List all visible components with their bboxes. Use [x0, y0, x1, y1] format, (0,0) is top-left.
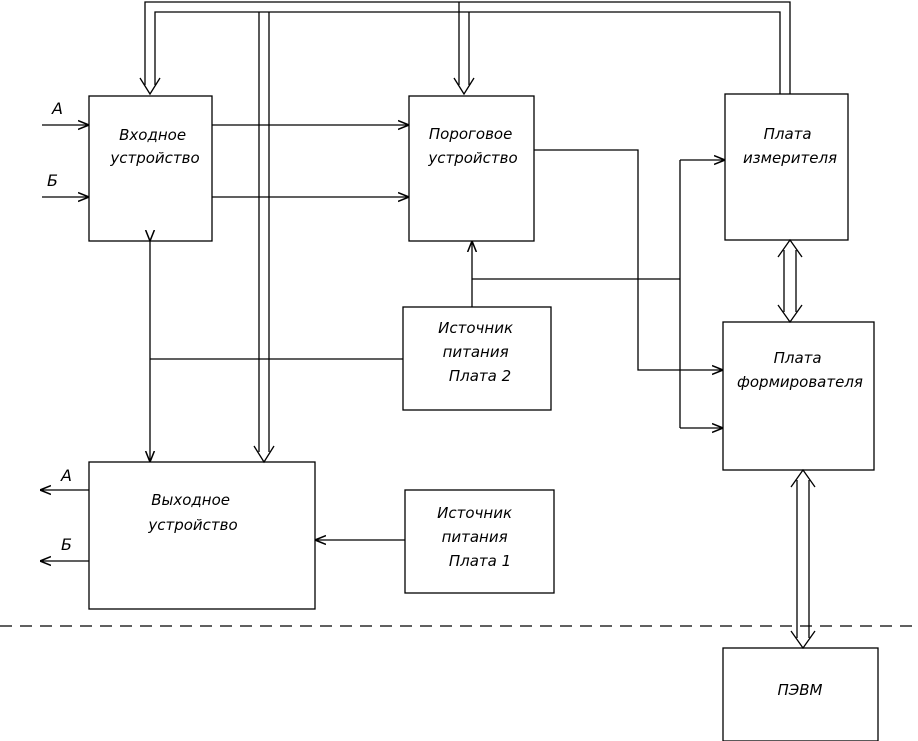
- power-source-1-label: Источник питания Плата 1: [437, 504, 517, 570]
- top-bus-inner: [154, 11, 781, 94]
- meter-board-label: Плата измерителя: [743, 125, 837, 167]
- power-source-2-label: Источник питания Плата 2: [438, 319, 518, 385]
- pc-block: [722, 647, 879, 741]
- output-b-label: Б: [61, 535, 72, 554]
- meter-board-block: [724, 93, 849, 241]
- output-a-label: А: [60, 466, 72, 485]
- top-bus-arrowhead-threshold: [453, 77, 475, 96]
- shaper-pc-arrowhead-bottom: [790, 630, 816, 650]
- meter-shaper-arrowhead-top: [777, 238, 803, 258]
- power-source-1-block: [404, 489, 555, 594]
- threshold-to-shaper: [534, 149, 723, 370]
- threshold-device-label: Пороговое устройство: [427, 125, 517, 167]
- top-bus-arrowhead-input: [139, 77, 161, 96]
- output-device-label: Выходное устройство: [147, 491, 237, 534]
- shaper-board-label: Плата формирователя: [737, 349, 863, 391]
- input-device-block: [88, 95, 213, 242]
- shaper-board-block: [722, 321, 875, 471]
- top-bus-outer: [144, 1, 791, 94]
- threshold-device-block: [408, 95, 535, 242]
- meter-shaper-arrowhead-bottom: [777, 304, 803, 324]
- shaper-pc-arrowhead-top: [790, 468, 816, 488]
- top-bus-arrowhead-output: [253, 445, 275, 464]
- pc-label: ПЭВМ: [778, 681, 823, 699]
- input-b-label: Б: [47, 171, 58, 190]
- input-device-label: Входное устройство: [109, 126, 199, 167]
- input-a-label: А: [51, 99, 63, 118]
- output-device-block: [88, 461, 316, 610]
